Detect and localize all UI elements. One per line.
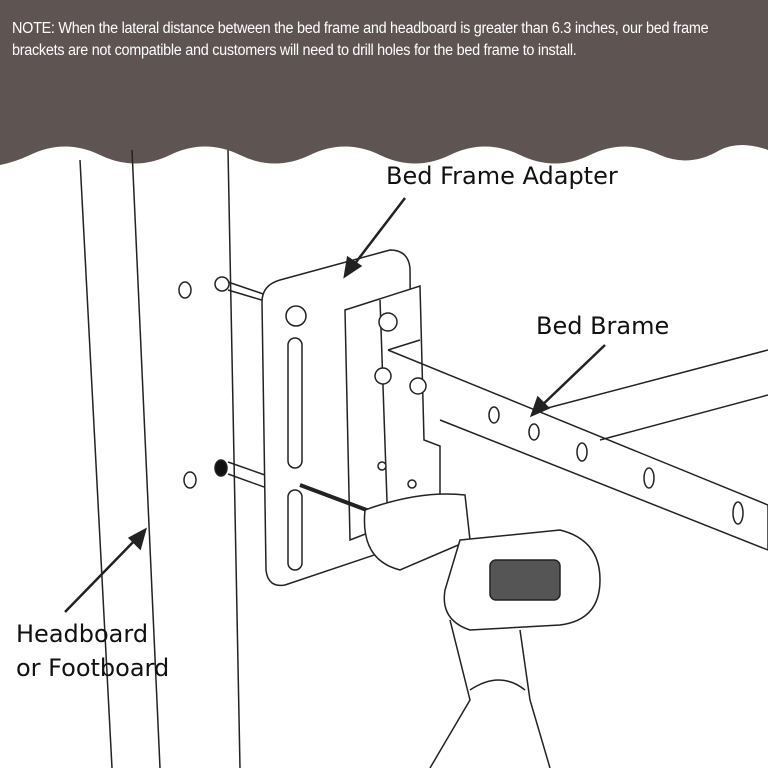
drill [299,483,601,768]
compatibility-note: NOTE: When the lateral distance between … [12,20,709,59]
label-bed-frame: Bed Brame [536,312,670,340]
bed-rail [387,339,768,551]
pointer-arrows [64,197,606,613]
label-bed-frame-adapter: Bed Frame Adapter [386,162,618,190]
label-headboard: Headboard [16,620,149,648]
label-footboard: or Footboard [16,654,170,682]
banner [0,0,768,165]
bed-frame-bracket [344,284,441,542]
headboard-post [79,149,241,768]
